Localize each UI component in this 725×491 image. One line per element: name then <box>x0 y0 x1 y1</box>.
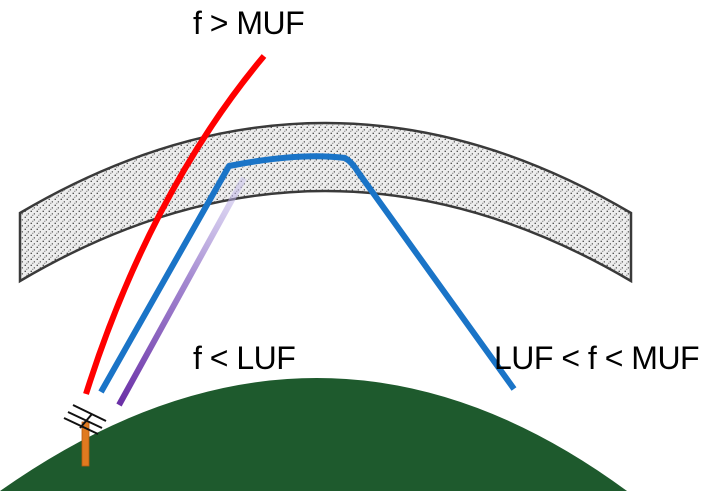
ray-between-luf-muf <box>98 153 517 394</box>
label-above-muf: f > MUF <box>193 5 304 41</box>
earth-surface <box>0 378 627 491</box>
label-below-luf: f < LUF <box>193 340 295 376</box>
antenna-icon <box>63 404 107 467</box>
ionosphere-layer <box>18 121 633 284</box>
label-between-luf-muf: LUF < f < MUF <box>494 340 699 376</box>
ray-below-luf <box>116 176 247 407</box>
ray-above-muf <box>83 54 267 395</box>
